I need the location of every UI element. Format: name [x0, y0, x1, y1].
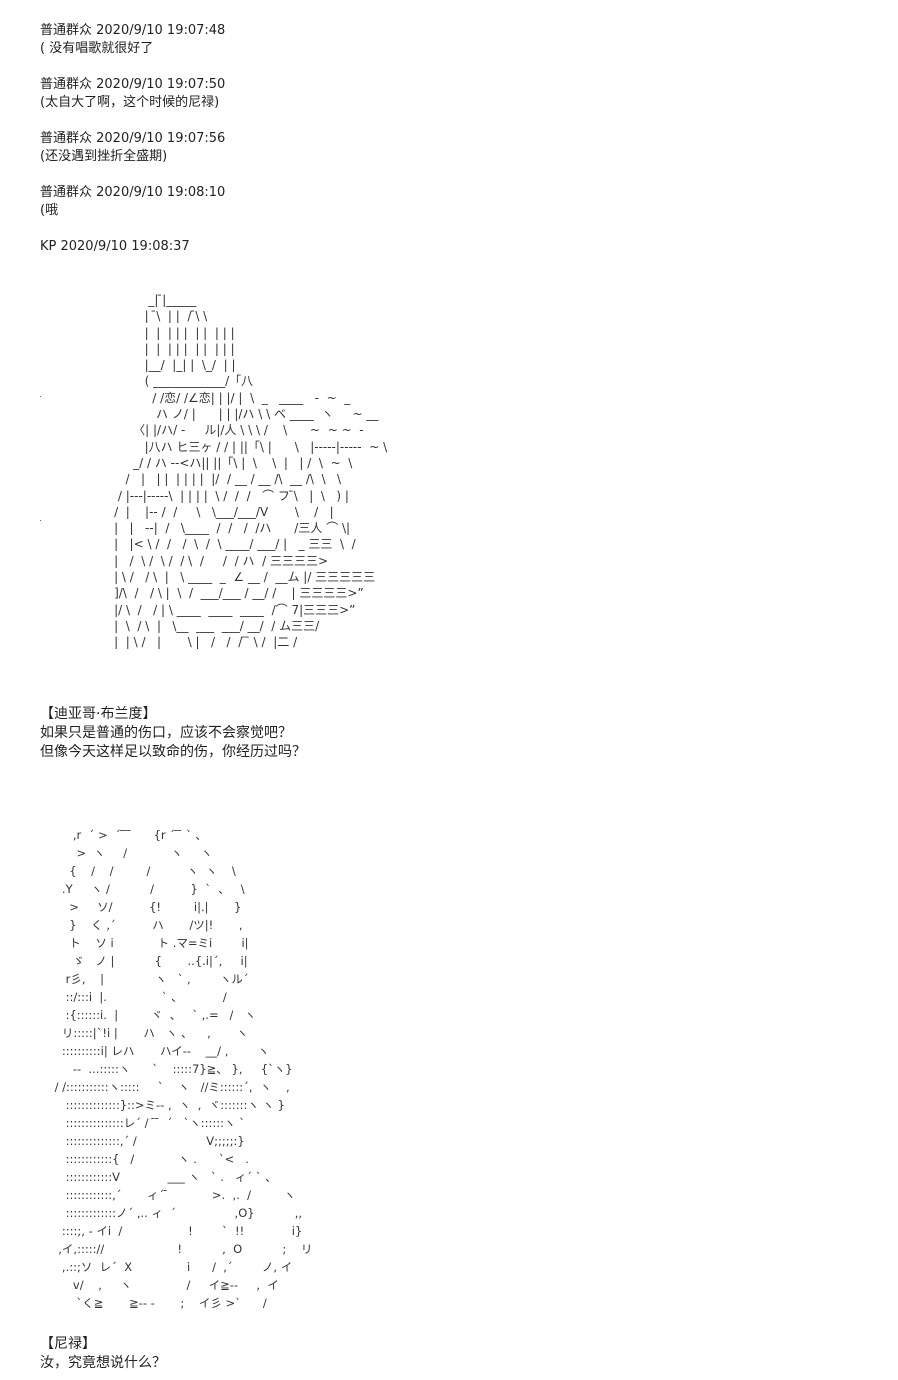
chat-message: KP 2020/9/10 19:08:37: [40, 238, 190, 256]
speaker-name: 【尼禄】: [40, 1336, 96, 1352]
dialogue-line: 汝，究竟想说什么？: [40, 1355, 166, 1371]
margin-dot: [40, 520, 41, 521]
dialogue-block: 【尼禄】 汝，究竟想说什么？: [40, 1335, 166, 1373]
message-header: 普通群众 2020/9/10 19:08:10: [40, 185, 226, 200]
message-text: (还没遇到挫折全盛期): [40, 149, 168, 164]
chat-message: 普通群众 2020/9/10 19:07:48 ( 没有唱歌就很好了: [40, 22, 225, 58]
dialogue-line: 但像今天这样足以致命的伤，你经历过吗？: [40, 744, 306, 760]
message-text: ( 没有唱歌就很好了: [40, 41, 154, 56]
message-text: (太自大了啊，这个时候的尼禄): [40, 95, 220, 110]
chat-message: 普通群众 2020/9/10 19:08:10 (哦: [40, 184, 225, 220]
margin-dot: [40, 396, 41, 397]
message-text: (哦: [40, 203, 59, 218]
ascii-art-nero: ,r ´ > ´ ̄ ̄ ̄ {r ´ ̄ ̄ ` 、 > ヽ / ヽ ヽ { …: [54, 828, 313, 1310]
chat-message: 普通群众 2020/9/10 19:07:56 (还没遇到挫折全盛期): [40, 130, 225, 166]
ascii-art-dio: _| ̄|_____ | ̄\ | | / ̄\ \ | | | | | | |…: [114, 293, 388, 650]
message-header: 普通群众 2020/9/10 19:07:50: [40, 77, 226, 92]
message-header: 普通群众 2020/9/10 19:07:56: [40, 131, 226, 146]
message-header: KP 2020/9/10 19:08:37: [40, 239, 190, 254]
dialogue-line: 如果只是普通的伤口，应该不会察觉吧？: [40, 725, 292, 741]
message-header: 普通群众 2020/9/10 19:07:48: [40, 23, 226, 38]
chat-message: 普通群众 2020/9/10 19:07:50 (太自大了啊，这个时候的尼禄): [40, 76, 225, 112]
dialogue-block: 【迪亚哥·布兰度】 如果只是普通的伤口，应该不会察觉吧？ 但像今天这样足以致命的…: [40, 705, 306, 762]
speaker-name: 【迪亚哥·布兰度】: [40, 706, 157, 722]
